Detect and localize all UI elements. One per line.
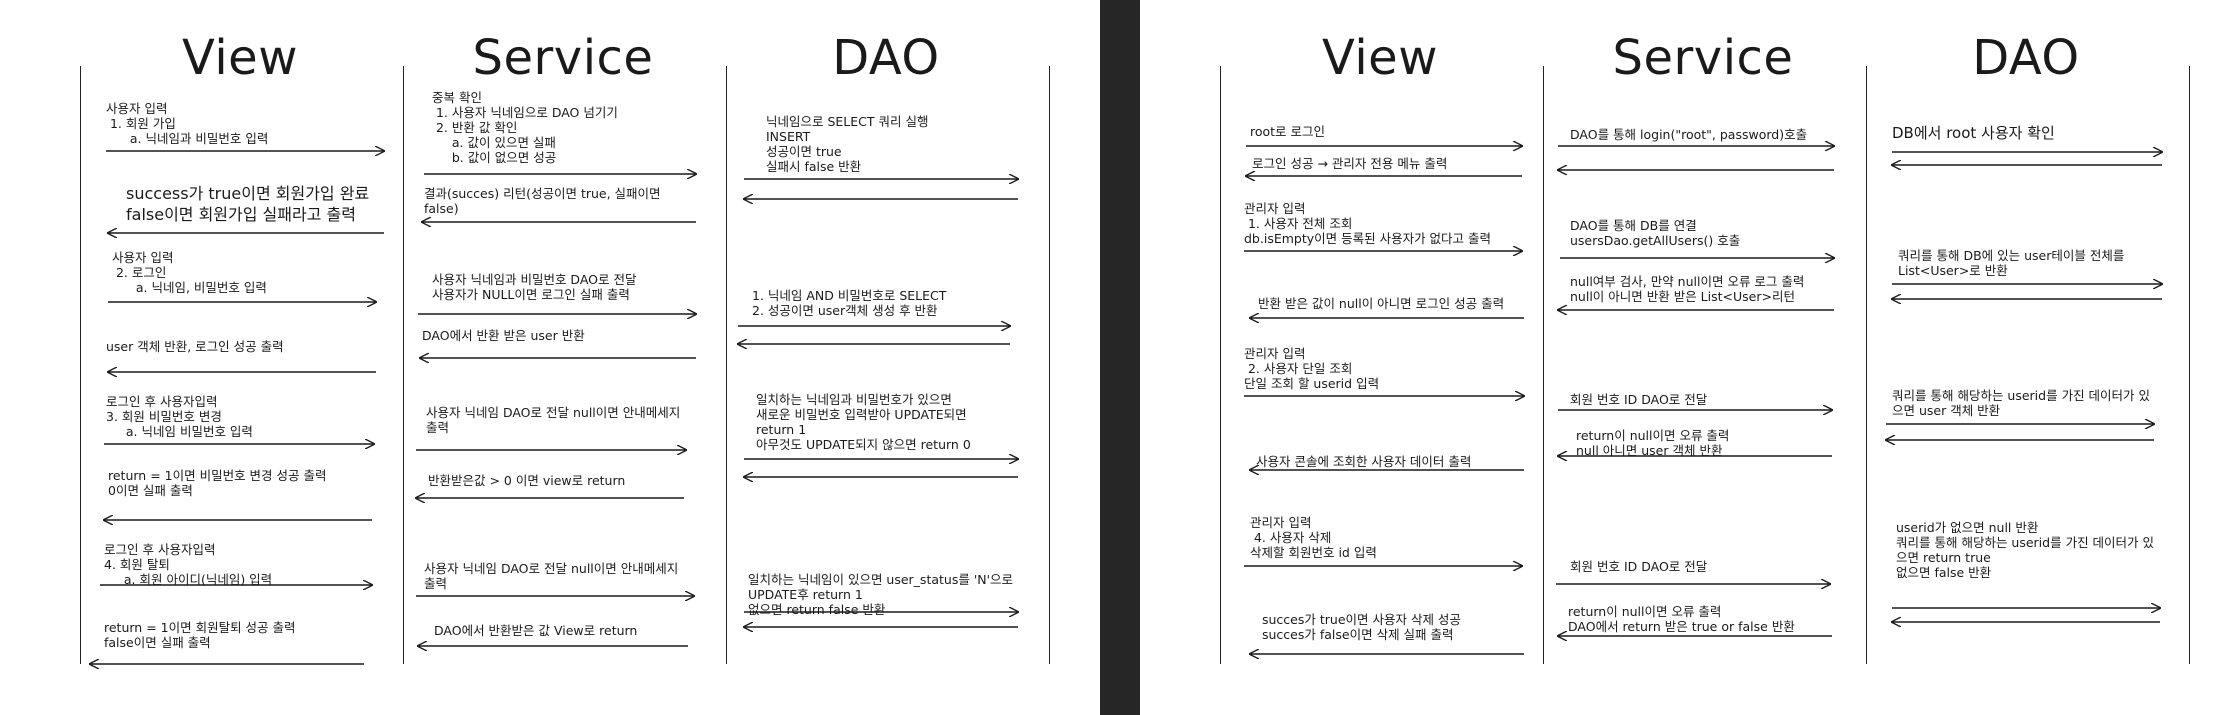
view-note-login-input: 사용자 입력 2. 로그인 a. 닉네임, 비밀번호 입력 (112, 250, 267, 295)
view-note-single-output: 사용자 콘솔에 조회한 사용자 데이터 출력 (1256, 454, 1472, 469)
view-note-withdraw-input: 로그인 후 사용자입력 4. 회원 탈퇴 a. 회원 아이디(닉네임) 입력 (104, 542, 273, 587)
view-lifeline (80, 66, 81, 664)
service-note-null-check: null여부 검사, 만약 null이면 오류 로그 출력 null이 아니면 … (1570, 274, 1805, 304)
service-dao-lifeline (726, 66, 727, 664)
view-note-delete-input: 관리자 입력 4. 사용자 삭제 삭제할 회원번호 id 입력 (1250, 515, 1377, 560)
service-note-delete-forward: 회원 번호 ID DAO로 전달 (1570, 559, 1708, 574)
dao-note-root-check: DB에서 root 사용자 확인 (1892, 124, 2055, 142)
view-note-root-login: root로 로그인 (1250, 124, 1326, 139)
view-service-lifeline (1543, 66, 1544, 664)
dao-header: DAO (832, 30, 940, 86)
view-note-delete-result: succes가 true이면 사용자 삭제 성공 succes가 false이면… (1262, 612, 1461, 642)
service-note-delete-return: return이 null이면 오류 출력 DAO에서 return 받은 tru… (1568, 604, 1795, 634)
dao-note-select-all: 쿼리를 통해 DB에 있는 user테이블 전체를 List<User>로 반환 (1898, 248, 2125, 278)
view-note-signup-result: success가 true이면 회원가입 완료 false이면 회원가입 실패라… (126, 184, 370, 224)
dao-note-signup-query: 닉네임으로 SELECT 쿼리 실행 INSERT 성공이면 true 실패시 … (766, 114, 929, 174)
service-note-single-return: return이 null이면 오류 출력 null 아니면 user 객체 반환 (1576, 428, 1730, 458)
view-header: View (182, 30, 298, 86)
service-note-get-all-users: DAO를 통해 DB를 연결 usersDao.getAllUsers() 호출 (1570, 218, 1741, 248)
service-note-root-login-call: DAO를 통해 login("root", password)호출 (1570, 127, 1808, 142)
view-note-single-input: 관리자 입력 2. 사용자 단일 조회 단일 조회 할 userid 입력 (1244, 346, 1380, 391)
dao-lifeline (1049, 66, 1050, 664)
service-header: Service (472, 30, 654, 86)
view-lifeline (1220, 66, 1221, 664)
service-note-login-return: DAO에서 반환 받은 user 반환 (422, 328, 585, 343)
left-message-arrows (0, 0, 1100, 715)
dao-note-withdraw-update: 일치하는 닉네임이 있으면 user_status를 'N'으로 UPDATE후… (748, 572, 1014, 617)
service-note-password-return: 반환받은값 > 0 이면 view로 return (428, 473, 626, 488)
view-service-lifeline (403, 66, 404, 664)
service-note-duplicate-check: 중복 확인 1. 사용자 닉네임으로 DAO 넘기기 2. 반환 값 확인 a.… (432, 90, 618, 165)
left-sequence-panel: View Service DAO 사용자 입력 1. 회원 가입 a. 닉네임과… (0, 0, 1100, 715)
dao-note-select-single: 쿼리를 통해 해당하는 userid를 가진 데이터가 있 으면 user 객체… (1892, 388, 2151, 418)
service-note-withdraw-return: DAO에서 반환받은 값 View로 return (434, 623, 638, 638)
service-note-signup-return: 결과(succes) 리턴(성공이면 true, 실패이면 false) (424, 186, 661, 216)
view-note-admin-menu: 로그인 성공 → 관리자 전용 메뉴 출력 (1252, 156, 1448, 171)
dao-note-password-update: 일치하는 닉네임과 비밀번호가 있으면 새로운 비밀번호 입력받아 UPDATE… (756, 392, 971, 452)
view-note-withdraw-result: return = 1이면 회원탈퇴 성공 출력 false이면 실패 출력 (104, 620, 296, 650)
dao-note-delete: userid가 없으면 null 반환 쿼리를 통해 해당하는 userid를 … (1896, 520, 2155, 580)
view-header: View (1322, 30, 1438, 86)
service-note-password-forward: 사용자 닉네임 DAO로 전달 null이면 안내메세지 출력 (426, 405, 681, 435)
service-note-withdraw-forward: 사용자 닉네임 DAO로 전달 null이면 안내메세지 출력 (424, 561, 679, 591)
service-note-login-forward: 사용자 닉네임과 비밀번호 DAO로 전달 사용자가 NULL이면 로그인 실패… (432, 272, 637, 302)
view-note-password-input: 로그인 후 사용자입력 3. 회원 비밀번호 변경 a. 닉네임 비밀번호 입력 (106, 394, 253, 439)
view-note-list-all-input: 관리자 입력 1. 사용자 전체 조회 db.isEmpty이면 등록된 사용자… (1244, 201, 1492, 246)
view-note-login-result: user 객체 반환, 로그인 성공 출력 (106, 339, 284, 354)
service-note-single-forward: 회원 번호 ID DAO로 전달 (1570, 392, 1708, 407)
right-message-arrows (1244, 0, 2218, 715)
dao-header: DAO (1972, 30, 2080, 86)
panel-divider (1100, 0, 1140, 715)
view-note-password-result: return = 1이면 비밀번호 변경 성공 출력 0이면 실패 출력 (108, 468, 327, 498)
service-header: Service (1612, 30, 1794, 86)
view-note-signup-input: 사용자 입력 1. 회원 가입 a. 닉네임과 비밀번호 입력 (106, 101, 269, 146)
right-sequence-panel: View Service DAO root로 로그인 로그인 성공 → 관리자 … (1140, 0, 2218, 715)
dao-note-login-query: 1. 닉네임 AND 비밀번호로 SELECT 2. 성공이면 user객체 생… (752, 288, 947, 318)
view-note-login-success: 반환 받은 값이 null이 아니면 로그인 성공 출력 (1258, 296, 1505, 311)
dao-lifeline (2189, 66, 2190, 664)
service-dao-lifeline (1866, 66, 1867, 664)
